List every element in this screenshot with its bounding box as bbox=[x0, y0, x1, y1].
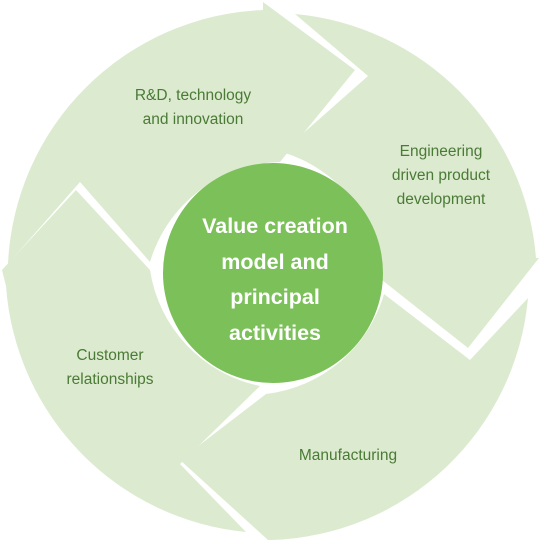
center-title: Value creation model and principal activ… bbox=[180, 209, 370, 351]
segment-label-manufacturing: Manufacturing bbox=[282, 444, 414, 468]
center-title-line: principal bbox=[230, 285, 320, 309]
segment-label-line: R&D, technology bbox=[134, 87, 252, 104]
segment-label-line: relationships bbox=[66, 371, 154, 388]
segment-label-customer: Customer relationships bbox=[48, 344, 172, 392]
segment-customer-arrow bbox=[2, 190, 260, 532]
segment-label-engineering: Engineering driven product development bbox=[366, 140, 516, 212]
segment-label-line: Engineering bbox=[399, 143, 483, 160]
segment-rd-arrow bbox=[8, 2, 355, 264]
segment-label-rd: R&D, technology and innovation bbox=[112, 84, 274, 132]
segment-label-line: development bbox=[396, 191, 486, 208]
center-title-line: activities bbox=[228, 320, 322, 345]
segment-label-line: and innovation bbox=[142, 111, 244, 128]
segment-manufacturing-arrow bbox=[180, 294, 528, 540]
segment-label-line: Manufacturing bbox=[298, 447, 398, 464]
center-title-line: model and bbox=[221, 249, 329, 274]
segment-label-line: Customer bbox=[76, 347, 144, 364]
center-hub-circle bbox=[163, 163, 383, 383]
center-title-line: Value creation bbox=[202, 214, 348, 238]
segment-label-line: driven product bbox=[391, 167, 491, 184]
segment-engineering-arrow bbox=[282, 14, 539, 348]
